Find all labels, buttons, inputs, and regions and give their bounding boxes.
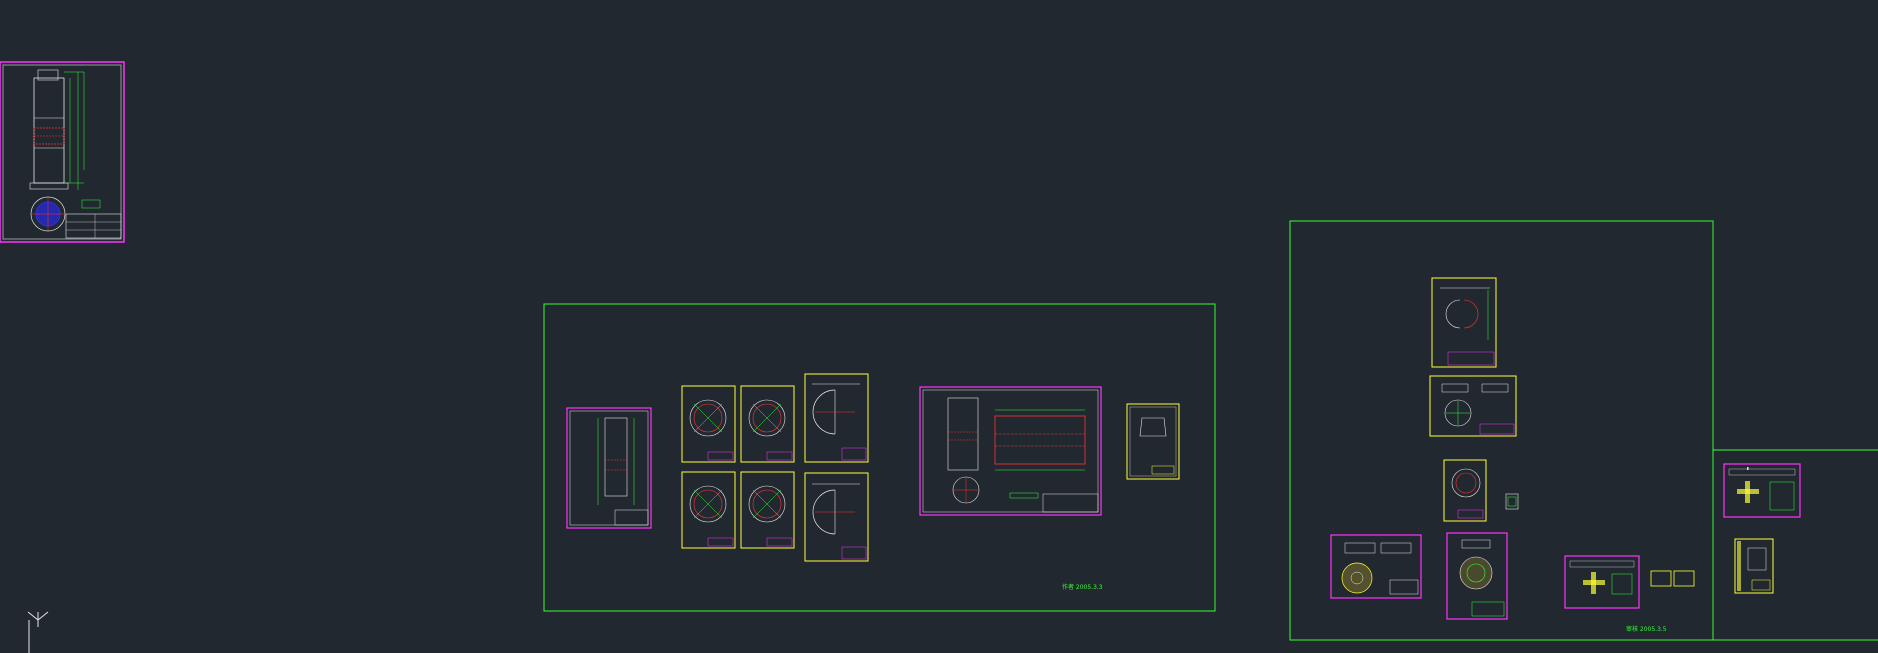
sheet-a4-plan[interactable] <box>681 471 736 549</box>
drawing-group-b[interactable]: 审核 2005.3.5 <box>1289 220 1714 641</box>
sheet-a6-section[interactable] <box>804 373 869 463</box>
group-a-date-label: 作者 2005.3.3 <box>1062 583 1103 591</box>
sheet-b3-plan[interactable] <box>1443 459 1487 522</box>
sheet-b1-section[interactable] <box>1431 277 1497 368</box>
sheet-a1-elevation[interactable] <box>566 407 652 529</box>
sheet-a9-detail[interactable] <box>1126 403 1180 480</box>
sheet-a3-plan[interactable] <box>740 385 795 463</box>
ucs-icon <box>27 611 49 653</box>
group-b-date-label: 审核 2005.3.5 <box>1626 625 1667 633</box>
sheet-c2-detail[interactable] <box>1734 538 1774 594</box>
sheet-b6-plan[interactable] <box>1446 532 1508 620</box>
drawing-group-c[interactable] <box>1712 449 1878 641</box>
sheet-b2-plan[interactable] <box>1429 375 1517 437</box>
sheet-b7-cross-detail[interactable] <box>1564 555 1640 609</box>
drawing-group-a[interactable]: 作者 2005.3.3 <box>543 303 1216 612</box>
sheet-b5-plan[interactable] <box>1330 534 1422 599</box>
vessel-assembly-drawing[interactable] <box>0 61 125 243</box>
sheet-a8-detail[interactable] <box>919 386 1102 516</box>
sheet-b4-note[interactable] <box>1505 493 1519 510</box>
sheet-c1-cross-detail[interactable] <box>1723 463 1801 518</box>
sheet-a5-plan[interactable] <box>740 471 795 549</box>
sheet-a7-section[interactable] <box>804 472 869 562</box>
sheet-a2-plan[interactable] <box>681 385 736 463</box>
sheet-b8-small[interactable] <box>1650 570 1695 587</box>
